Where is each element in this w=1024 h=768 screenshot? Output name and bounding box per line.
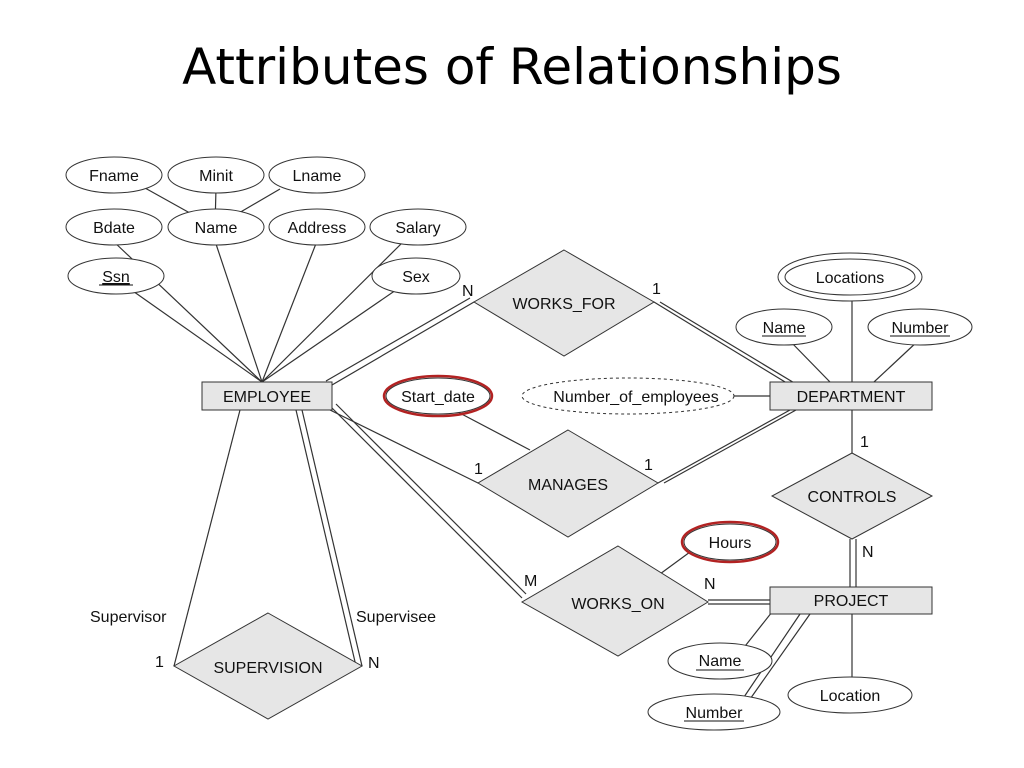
svg-text:SUPERVISION: SUPERVISION: [213, 660, 322, 677]
attribute-name: Name: [167, 208, 265, 246]
svg-text:Locations: Locations: [816, 270, 885, 287]
svg-text:Address: Address: [288, 220, 347, 237]
entity-project: PROJECT: [769, 586, 933, 615]
attribute-fname: Fname: [65, 156, 163, 194]
attribute-number-of-employees-derived: Number_of_employees: [521, 377, 735, 415]
attribute-address: Address: [268, 208, 366, 246]
attribute-proj-location: Location: [787, 676, 913, 714]
card-controls-department: 1: [860, 434, 869, 451]
attribute-ssn-key: Ssn: [67, 257, 165, 295]
svg-text:Minit: Minit: [199, 168, 233, 185]
svg-text:PROJECT: PROJECT: [814, 593, 889, 610]
svg-text:Name: Name: [195, 220, 238, 237]
slide-title: Attributes of Relationships: [182, 38, 842, 96]
attribute-start-date-highlighted: Start_date: [382, 374, 494, 418]
entity-employee: EMPLOYEE: [201, 381, 333, 411]
card-works-on-employee: M: [524, 573, 537, 590]
attribute-locations-multivalued: Locations: [777, 252, 923, 302]
card-supervision-supervisor: 1: [155, 654, 164, 671]
svg-text:Name: Name: [763, 320, 806, 337]
svg-text:DEPARTMENT: DEPARTMENT: [797, 389, 906, 406]
svg-text:EMPLOYEE: EMPLOYEE: [223, 389, 311, 406]
svg-text:Number: Number: [686, 705, 744, 722]
attribute-lname: Lname: [268, 156, 366, 194]
svg-text:Hours: Hours: [709, 535, 752, 552]
card-manages-employee: 1: [474, 461, 483, 478]
card-supervision-supervisee: N: [368, 655, 380, 672]
relationship-works-for: WORKS_FOR: [473, 249, 655, 357]
attribute-dept-number-key: Number: [867, 308, 973, 346]
card-controls-project: N: [862, 544, 874, 561]
attribute-hours-highlighted: Hours: [680, 520, 780, 564]
attribute-minit: Minit: [167, 156, 265, 194]
svg-text:Number: Number: [892, 320, 950, 337]
attribute-salary: Salary: [369, 208, 467, 246]
entity-department: DEPARTMENT: [769, 381, 933, 411]
attribute-dept-name-key: Name: [735, 308, 833, 346]
card-works-for-employee: N: [462, 283, 474, 300]
role-supervisee: Supervisee: [356, 609, 436, 626]
svg-text:Location: Location: [820, 688, 881, 705]
svg-text:Lname: Lname: [293, 168, 342, 185]
svg-text:Ssn: Ssn: [102, 269, 130, 286]
attribute-bdate: Bdate: [65, 208, 163, 246]
svg-text:WORKS_ON: WORKS_ON: [571, 596, 664, 613]
relationship-works-on: WORKS_ON: [520, 545, 709, 657]
svg-text:Sex: Sex: [402, 269, 430, 286]
card-works-on-project: N: [704, 576, 716, 593]
relationship-supervision: SUPERVISION: [172, 612, 364, 720]
svg-text:CONTROLS: CONTROLS: [808, 489, 897, 506]
attribute-proj-number-key: Number: [647, 693, 781, 731]
svg-text:Fname: Fname: [89, 168, 139, 185]
card-manages-department: 1: [644, 457, 653, 474]
role-supervisor: Supervisor: [90, 609, 167, 626]
card-works-for-department: 1: [652, 281, 661, 298]
svg-text:Start_date: Start_date: [401, 389, 475, 406]
svg-text:MANAGES: MANAGES: [528, 477, 608, 494]
relationship-controls: CONTROLS: [770, 452, 934, 540]
relationship-manages: MANAGES: [477, 429, 659, 538]
svg-text:Name: Name: [699, 653, 742, 670]
svg-text:Salary: Salary: [395, 220, 440, 237]
svg-text:Number_of_employees: Number_of_employees: [553, 389, 718, 406]
attribute-proj-name-key: Name: [667, 642, 773, 680]
svg-text:Bdate: Bdate: [93, 220, 135, 237]
svg-text:WORKS_FOR: WORKS_FOR: [512, 296, 615, 313]
attribute-sex: Sex: [371, 257, 461, 295]
